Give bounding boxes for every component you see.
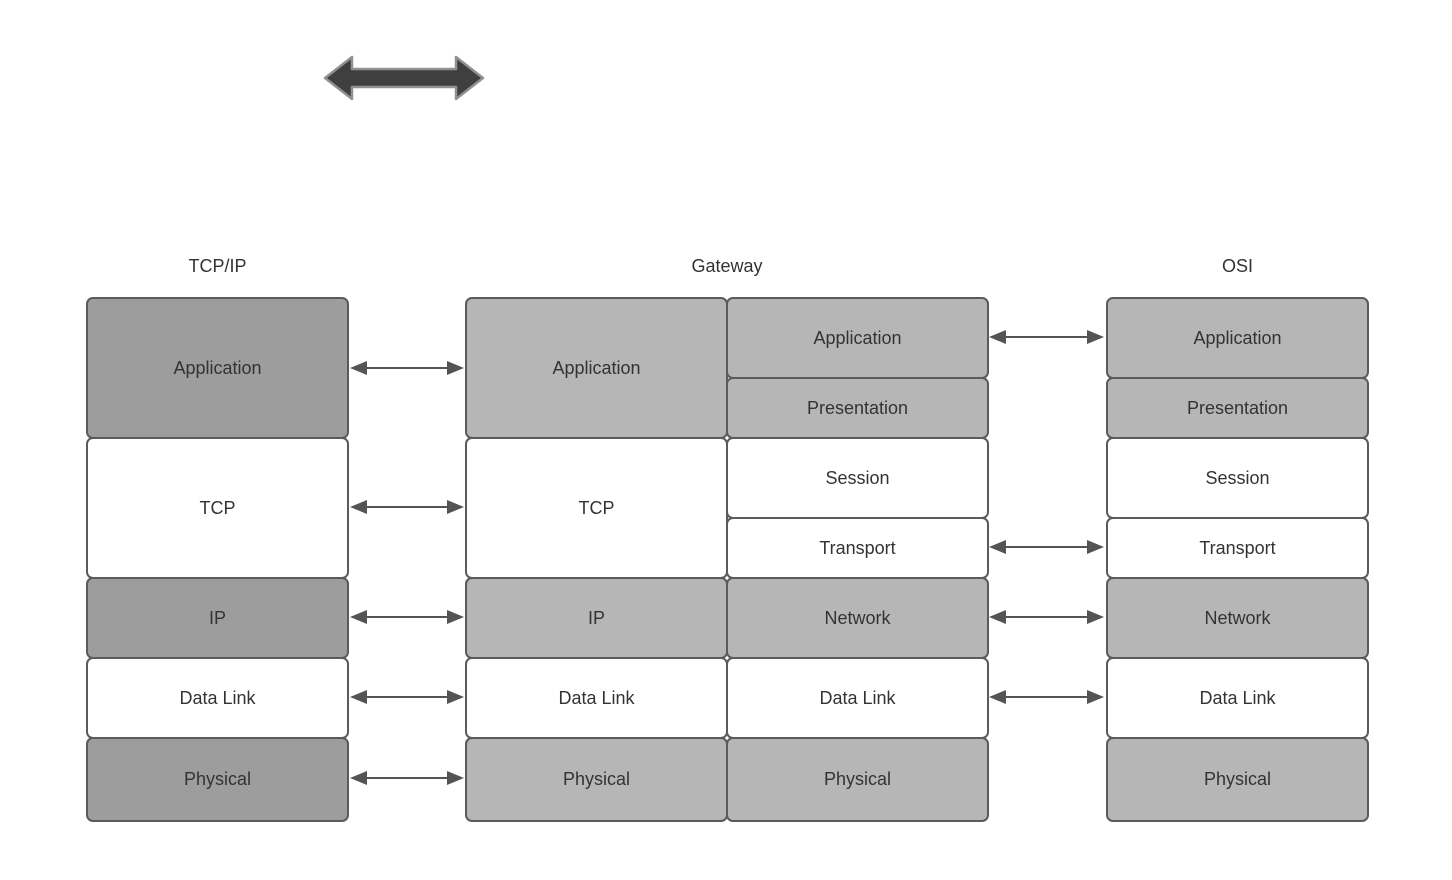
- layer-label: Session: [825, 467, 890, 488]
- osi-layer-presentation: Presentation: [1106, 377, 1369, 439]
- layer-label: TCP: [578, 497, 615, 518]
- layer-label: Application: [1193, 327, 1282, 348]
- layer-label: IP: [208, 607, 226, 628]
- tcpip-layer-application: Application: [86, 297, 349, 439]
- tcpip-layer-ip: IP: [86, 577, 349, 659]
- gateway-right-layer-presentation: Presentation: [726, 377, 989, 439]
- connector-tcpip-gateway-application: [350, 361, 464, 375]
- connector-tcpip-gateway-ip: [350, 610, 464, 624]
- layer-label: Physical: [562, 769, 631, 789]
- gateway-left-layer-tcp: TCP: [465, 437, 728, 579]
- layer-label: Application: [813, 327, 902, 348]
- osi-layer-datalink: Data Link: [1106, 657, 1369, 739]
- layer-label: Data Link: [1199, 687, 1276, 708]
- gateway-right-layer-session: Session: [726, 437, 989, 519]
- layer-label: Application: [173, 357, 262, 378]
- layer-label: TCP: [199, 497, 236, 518]
- layer-label: Data Link: [179, 687, 256, 708]
- layer-label: Session: [1205, 467, 1270, 488]
- layer-label: IP: [587, 607, 605, 628]
- gateway-right-layer-physical: Physical: [726, 737, 989, 822]
- layer-label: Data Link: [558, 687, 635, 708]
- tcpip-layer-physical: Physical: [86, 737, 349, 822]
- osi-layer-network: Network: [1106, 577, 1369, 659]
- layer-label: Network: [824, 607, 891, 628]
- connector-gateway-osi-application: [989, 330, 1104, 344]
- column-title-gateway: Gateway: [691, 256, 763, 276]
- column-title-osi: OSI: [1221, 256, 1253, 276]
- connector-gateway-osi-datalink: [989, 690, 1104, 704]
- gateway-left-layer-application: Application: [465, 297, 728, 439]
- connector-gateway-osi-network: [989, 610, 1104, 624]
- osi-layer-application: Application: [1106, 297, 1369, 379]
- osi-layer-physical: Physical: [1106, 737, 1369, 822]
- layer-label: Presentation: [806, 397, 909, 418]
- tcpip-layer-datalink: Data Link: [86, 657, 349, 739]
- layer-label: Transport: [819, 537, 896, 558]
- layer-label: Physical: [183, 769, 252, 789]
- connector-tcpip-gateway-physical: [350, 771, 464, 785]
- gateway-left-layer-physical: Physical: [465, 737, 728, 822]
- gateway-right-layer-network: Network: [726, 577, 989, 659]
- connector-gateway-osi-transport: [989, 540, 1104, 554]
- layer-label: Transport: [1199, 537, 1276, 558]
- osi-layer-transport: Transport: [1106, 517, 1369, 579]
- layer-label: Network: [1204, 607, 1271, 628]
- layer-label: Data Link: [819, 687, 896, 708]
- tcpip-layer-tcp: TCP: [86, 437, 349, 579]
- connector-tcpip-gateway-datalink: [350, 690, 464, 704]
- layer-label: Physical: [1203, 769, 1272, 789]
- layer-label: Presentation: [1186, 397, 1289, 418]
- osi-layer-session: Session: [1106, 437, 1369, 519]
- layer-label: Physical: [823, 769, 892, 789]
- connector-tcpip-gateway-tcp: [350, 500, 464, 514]
- double-arrow-icon: [323, 55, 485, 101]
- gateway-left-layer-datalink: Data Link: [465, 657, 728, 739]
- layer-label: Application: [552, 357, 641, 378]
- column-title-tcpip: TCP/IP: [188, 256, 247, 276]
- gateway-right-layer-transport: Transport: [726, 517, 989, 579]
- gateway-right-layer-datalink: Data Link: [726, 657, 989, 739]
- gateway-right-layer-application: Application: [726, 297, 989, 379]
- gateway-left-layer-ip: IP: [465, 577, 728, 659]
